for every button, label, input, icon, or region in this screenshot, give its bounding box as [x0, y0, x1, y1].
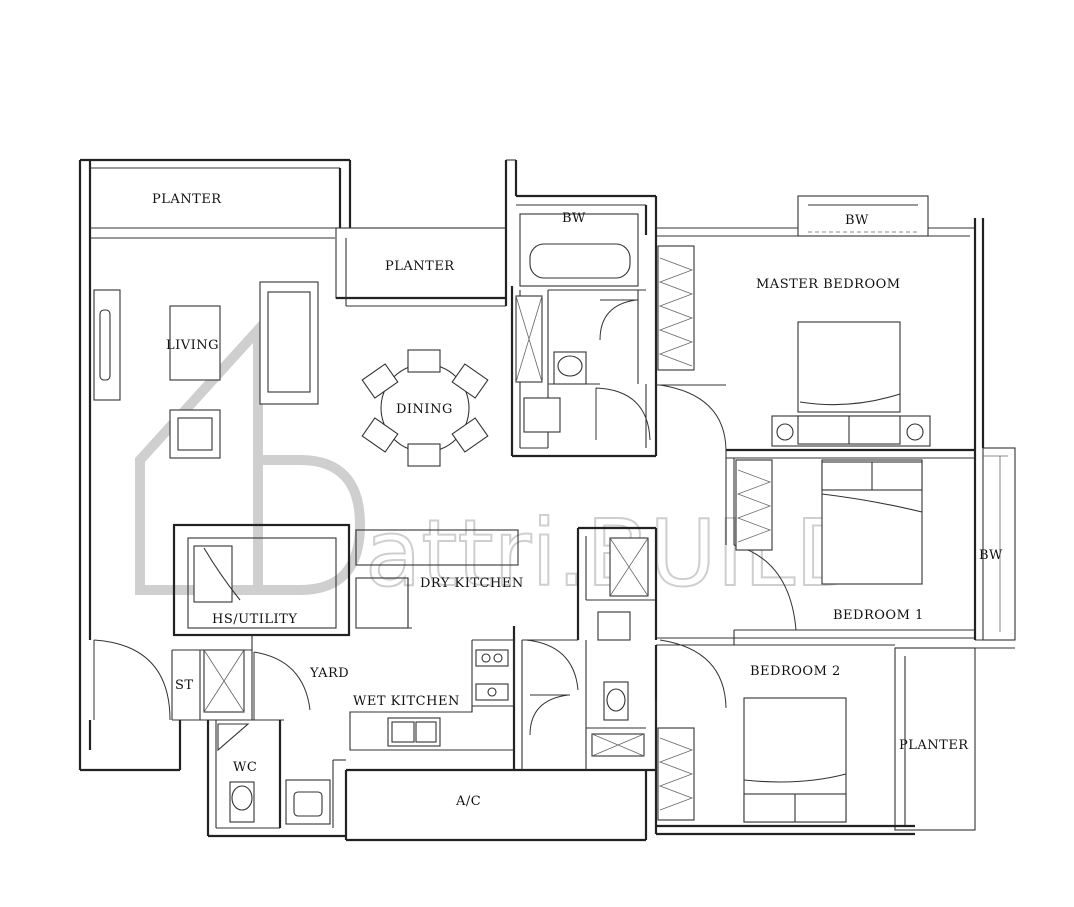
- label-bedroom-2: BEDROOM 2: [750, 664, 841, 679]
- furniture: [93, 213, 931, 825]
- label-dining: DINING: [396, 402, 453, 417]
- wardrobe-2-icon: [657, 727, 695, 821]
- basin-icon: [523, 397, 561, 433]
- sink-icon: [387, 717, 441, 747]
- label-bw-bath: BW: [562, 211, 586, 226]
- dining-table-icon: [361, 349, 489, 467]
- coffee-table-icon: [169, 305, 221, 381]
- walls: [78, 158, 1016, 842]
- label-hs-utility: HS/UTILITY: [212, 612, 297, 627]
- label-dry-kitchen: DRY KITCHEN: [420, 576, 524, 591]
- kitchen-bath-toilet-icon: [603, 681, 629, 721]
- hs-shelf-icon: [193, 545, 233, 603]
- wc-toilet-icon: [229, 781, 255, 823]
- label-master-bedroom: MASTER BEDROOM: [756, 277, 901, 292]
- label-st: ST: [175, 678, 194, 693]
- kitchen-bath-basin-icon: [597, 611, 631, 641]
- watermark-d-icon: [258, 455, 366, 595]
- tv-console-icon: [93, 289, 121, 401]
- bed-1-icon: [821, 459, 923, 585]
- toilet-icon: [553, 351, 587, 385]
- label-bw-right: BW: [979, 548, 1003, 563]
- wardrobe-1-icon: [735, 459, 773, 551]
- washing-machine-icon: [285, 779, 331, 825]
- sofa-icon: [259, 281, 319, 405]
- label-bedroom-1: BEDROOM 1: [833, 608, 924, 623]
- label-ac: A/C: [455, 794, 481, 809]
- bed-2-icon: [743, 697, 847, 823]
- label-planter-right: PLANTER: [899, 738, 969, 753]
- room-labels: PLANTER PLANTER BW BW MASTER BEDROOM LIV…: [152, 192, 1003, 809]
- label-living: LIVING: [166, 338, 219, 353]
- label-planter-top-left: PLANTER: [152, 192, 222, 207]
- bathtub-icon: [519, 213, 639, 287]
- wc-basin-icon: [217, 723, 250, 752]
- label-wet-kitchen: WET KITCHEN: [353, 694, 460, 709]
- label-wc: WC: [233, 760, 257, 775]
- wardrobe-master-icon: [657, 245, 695, 371]
- label-planter-mid: PLANTER: [385, 259, 455, 274]
- stove-icon: [475, 649, 509, 667]
- windows: [808, 231, 1008, 632]
- bed-master-icon: [771, 321, 931, 447]
- label-yard: YARD: [309, 666, 349, 681]
- label-bw-master: BW: [845, 213, 869, 228]
